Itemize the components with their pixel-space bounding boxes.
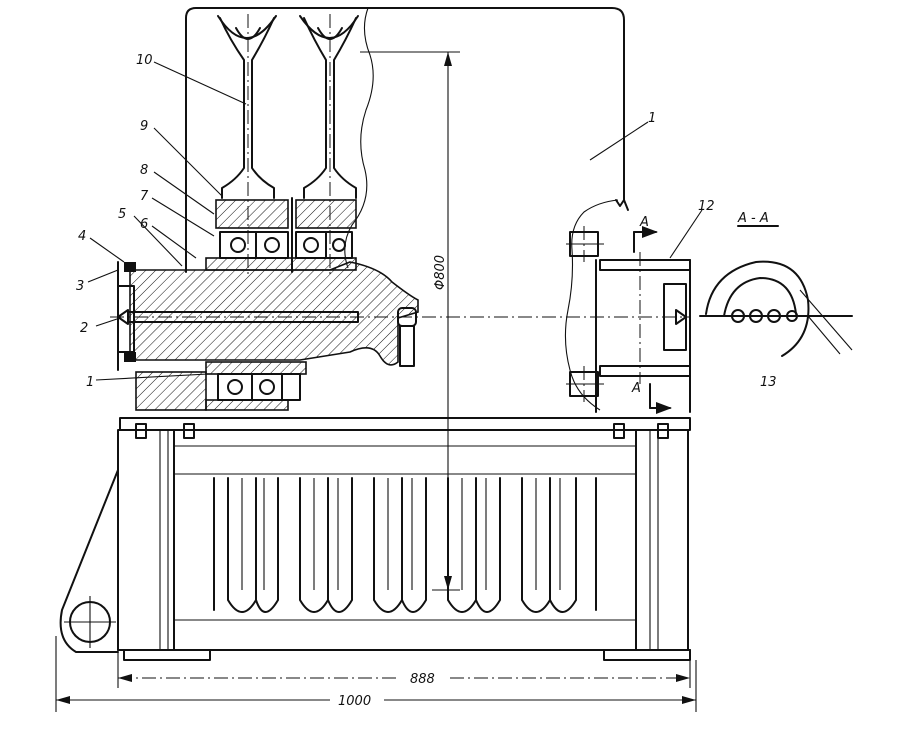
dimension-1000-label: 1000	[338, 694, 371, 709]
callout-1-upper: 1	[648, 111, 656, 126]
callout-8: 8	[140, 163, 148, 178]
callout-5: 5	[118, 207, 126, 222]
sheave-wheel-left	[217, 14, 277, 275]
right-shaft-end	[566, 226, 691, 413]
sheave-wheel-right	[299, 14, 359, 275]
callout-2: 2	[80, 321, 88, 336]
callout-12: 12	[698, 199, 715, 214]
callout-7: 7	[140, 189, 149, 204]
section-mark-upper: A	[639, 215, 649, 230]
section-view-title: A - A	[737, 211, 769, 226]
callout-4: 4	[78, 229, 86, 244]
drum	[213, 477, 597, 613]
callout-9: 9	[140, 119, 148, 134]
callout-3: 3	[76, 279, 84, 294]
callout-10: 10	[136, 53, 153, 68]
dimension-888-label: 888	[410, 672, 435, 687]
section-view-aa	[699, 225, 853, 357]
callout-6: 6	[140, 217, 148, 232]
dimension-diameter	[360, 51, 460, 591]
lower-bearings	[135, 361, 307, 411]
sheave-guard	[185, 7, 629, 273]
section-mark-lower: A	[631, 381, 641, 396]
callout-13: 13	[760, 375, 777, 390]
callout-1-lower: 1	[86, 375, 94, 390]
dimension-888	[117, 652, 691, 688]
dimension-1000	[55, 636, 697, 712]
upper-bearings	[205, 231, 357, 271]
dimension-diameter-label: Φ800	[433, 255, 448, 290]
sheave-hub	[215, 197, 357, 273]
section-cut-mark	[633, 226, 672, 414]
leader-lines	[87, 61, 703, 381]
main-shaft	[110, 261, 690, 371]
